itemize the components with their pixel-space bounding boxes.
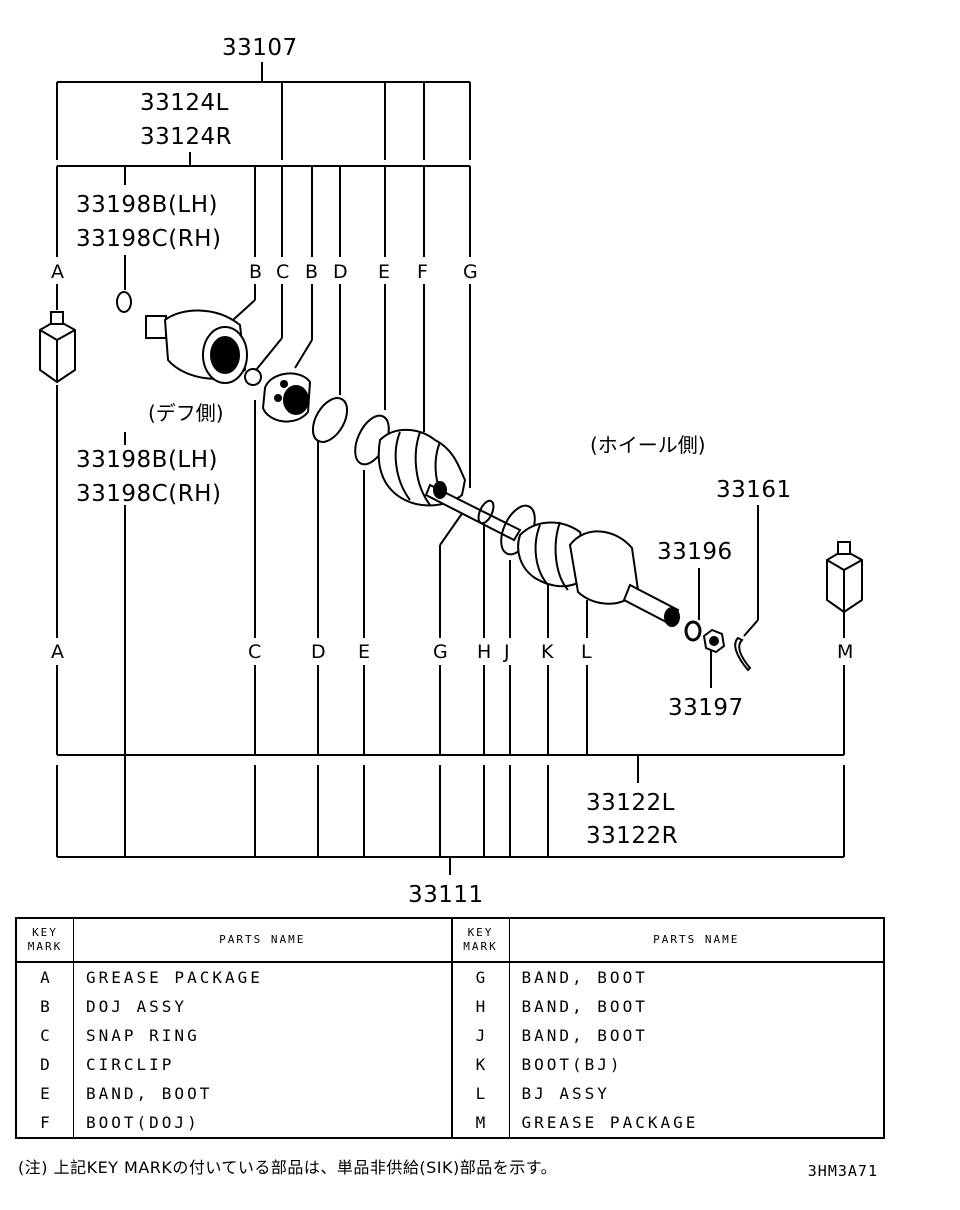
top-key-mark: E	[378, 261, 390, 283]
grease-package-m	[826, 541, 863, 614]
part-number-33196: 33196	[657, 539, 733, 565]
key-header-line1: KEY	[467, 926, 494, 939]
part-number-33107: 33107	[222, 35, 298, 61]
bj-assy	[568, 530, 680, 627]
key-cell: H	[451, 992, 510, 1021]
bottom-key-mark: C	[248, 641, 261, 663]
name-cell: BJ ASSY	[521, 1084, 610, 1103]
name-cell: SNAP RING	[73, 1021, 453, 1050]
table-row: A GREASE PACKAGE G BAND, BOOT	[16, 962, 884, 992]
band-boot-h	[477, 499, 495, 525]
table-row: C SNAP RING J BAND, BOOT	[16, 1021, 884, 1050]
part-number-33161: 33161	[716, 477, 792, 503]
part-number-33122r: 33122R	[586, 823, 678, 849]
part-number-33198c-bottom: 33198C(RH)	[76, 481, 221, 507]
name-cell: BOOT(DOJ)	[73, 1108, 453, 1138]
key-cell: B	[16, 992, 74, 1021]
top-key-mark: B	[305, 261, 318, 283]
parts-name-header: PARTS NAME	[509, 918, 884, 963]
bottom-key-mark: L	[581, 641, 592, 663]
top-key-mark: G	[463, 261, 478, 283]
table-row: E BAND, BOOT L BJ ASSY	[16, 1079, 884, 1108]
inner-race	[261, 372, 312, 423]
part-number-33124r: 33124R	[140, 124, 232, 150]
part-number-33198b-top: 33198B(LH)	[76, 192, 218, 218]
cotter-pin	[734, 636, 752, 672]
name-cell: CIRCLIP	[73, 1050, 453, 1079]
snap-ring	[244, 368, 262, 386]
key-cell: D	[16, 1050, 74, 1079]
top-key-mark: C	[276, 261, 289, 283]
key-cell: C	[16, 1021, 74, 1050]
exploded-drive-shaft-diagram: 33107 33124L 33124R 33198B(LH) 33198C(RH…	[39, 35, 863, 905]
name-cell: GREASE PACKAGE	[521, 1113, 699, 1132]
key-cell: K	[451, 1050, 510, 1079]
part-number-33122l: 33122L	[586, 790, 675, 816]
diff-side-label: (デフ側)	[148, 401, 224, 425]
grease-package-a	[39, 311, 76, 384]
table-row: F BOOT(DOJ) M GREASE PACKAGE	[16, 1108, 884, 1138]
name-cell: BAND, BOOT	[73, 1079, 453, 1108]
boot-doj	[377, 428, 467, 507]
bottom-key-mark: D	[311, 641, 326, 663]
bottom-key-mark: M	[837, 641, 853, 663]
wheel-side-label: (ホイール側)	[590, 433, 706, 457]
top-key-mark: B	[249, 261, 262, 283]
bottom-key-mark: E	[358, 641, 370, 663]
bottom-key-mark: J	[503, 641, 510, 663]
part-number-33111: 33111	[408, 882, 484, 905]
name-cell: BAND, BOOT	[521, 968, 648, 987]
key-cell: A	[16, 962, 74, 992]
bottom-key-mark: K	[541, 641, 554, 663]
table-row: B DOJ ASSY H BAND, BOOT	[16, 992, 884, 1021]
part-number-33198c-top: 33198C(RH)	[76, 226, 221, 252]
parts-table: KEY MARK PARTS NAME KEY MARK PARTS NAME …	[15, 917, 885, 1139]
key-cell: L	[451, 1079, 510, 1108]
bottom-key-mark: H	[477, 641, 491, 663]
key-cell: M	[451, 1108, 510, 1138]
nut	[702, 628, 726, 654]
key-header-line1: KEY	[32, 926, 58, 939]
key-header-line2: MARK	[463, 940, 498, 953]
parts-drawings	[39, 291, 863, 672]
name-cell: DOJ ASSY	[73, 992, 453, 1021]
key-mark-header: KEY MARK	[451, 918, 510, 963]
o-ring	[116, 291, 132, 313]
table-row: D CIRCLIP K BOOT(BJ)	[16, 1050, 884, 1079]
parts-name-header: PARTS NAME	[73, 918, 453, 963]
key-cell: J	[451, 1021, 510, 1050]
key-header-line2: MARK	[27, 940, 63, 953]
name-cell: BOOT(BJ)	[521, 1055, 623, 1074]
key-cell: G	[451, 962, 510, 992]
key-cell: F	[16, 1108, 74, 1138]
name-cell: BAND, BOOT	[521, 997, 648, 1016]
top-key-mark: D	[333, 261, 348, 283]
bottom-key-mark: A	[51, 641, 64, 663]
name-cell: GREASE PACKAGE	[73, 962, 453, 992]
top-key-mark: A	[51, 261, 64, 283]
key-cell: E	[16, 1079, 74, 1108]
part-number-33198b-bottom: 33198B(LH)	[76, 447, 218, 473]
name-cell: BAND, BOOT	[521, 1026, 648, 1045]
figure-code: 3HM3A71	[807, 1162, 878, 1180]
footnote: (注) 上記KEY MARKの付いている部品は、単品非供給(SIK)部品を示す。	[18, 1158, 558, 1177]
part-number-33124l: 33124L	[140, 90, 229, 116]
part-number-33197: 33197	[668, 695, 744, 721]
bottom-key-mark: G	[433, 641, 448, 663]
key-mark-header: KEY MARK	[16, 918, 74, 963]
doj-assy	[145, 309, 248, 384]
circlip	[311, 397, 349, 443]
table-header-row: KEY MARK PARTS NAME KEY MARK PARTS NAME	[16, 918, 884, 963]
boot-bj	[517, 521, 592, 591]
shaft	[424, 481, 522, 542]
washer	[684, 620, 702, 642]
top-key-mark: F	[417, 261, 428, 283]
